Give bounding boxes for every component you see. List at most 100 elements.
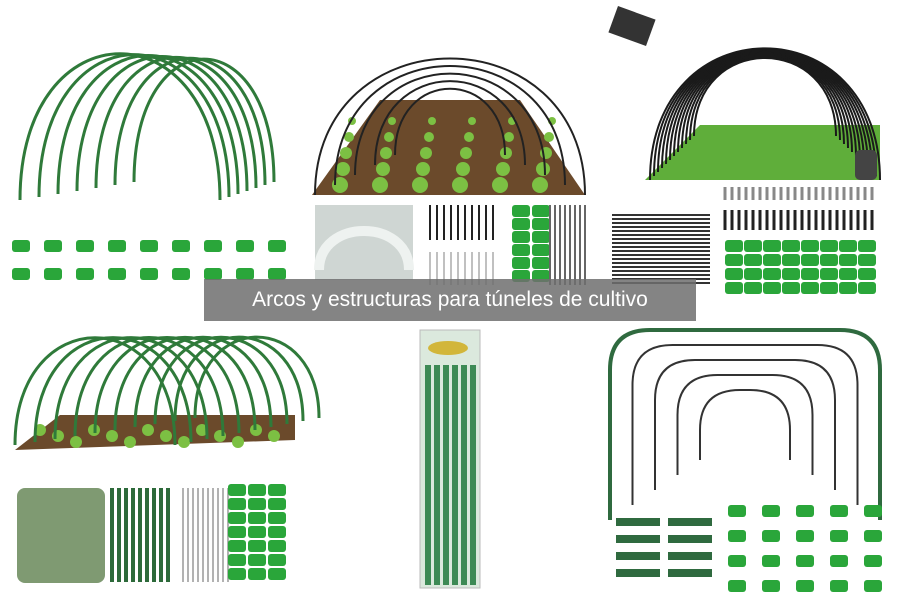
clip <box>12 268 30 280</box>
clip <box>725 254 743 266</box>
clip <box>268 540 286 552</box>
garden-hoop <box>56 54 240 195</box>
clip <box>858 268 876 280</box>
clip <box>858 254 876 266</box>
clip <box>801 254 819 266</box>
clip <box>228 568 246 580</box>
clip <box>801 240 819 252</box>
lettuce <box>424 132 434 142</box>
clip <box>248 554 266 566</box>
lettuce <box>532 177 548 193</box>
tunnel-hoop <box>394 87 506 156</box>
clip <box>728 530 746 542</box>
lettuce <box>504 132 514 142</box>
clip <box>864 555 882 567</box>
garden-hoop <box>133 335 273 428</box>
clip <box>820 268 838 280</box>
lettuce <box>536 162 550 176</box>
garden-hoop <box>113 56 267 186</box>
garden-hoop <box>676 374 814 475</box>
clip <box>839 254 857 266</box>
garden-hoop <box>113 335 257 431</box>
clip <box>858 240 876 252</box>
clip <box>268 554 286 566</box>
lettuce <box>464 132 474 142</box>
clip <box>228 526 246 538</box>
film-tunnel <box>314 226 414 271</box>
clip <box>248 498 266 510</box>
clip <box>728 555 746 567</box>
lettuce <box>178 436 190 448</box>
lettuce <box>420 147 432 159</box>
clip <box>763 282 781 294</box>
clip <box>172 240 190 252</box>
clip <box>762 505 780 517</box>
connector <box>668 518 712 526</box>
tunnel-hoop <box>334 65 566 186</box>
lettuce <box>452 177 468 193</box>
lettuce <box>124 436 136 448</box>
clip <box>236 268 254 280</box>
clip <box>820 240 838 252</box>
package-label <box>428 341 468 355</box>
clip <box>782 254 800 266</box>
lettuce <box>268 430 280 442</box>
garden-hoop <box>37 53 231 198</box>
garden-hoop <box>33 336 193 443</box>
clip <box>782 240 800 252</box>
clip <box>268 240 286 252</box>
connector <box>668 569 712 577</box>
lettuce <box>142 424 154 436</box>
lettuce <box>412 177 428 193</box>
tunnel-hoop <box>693 57 837 137</box>
garden-hoop <box>173 335 305 422</box>
clip <box>140 240 158 252</box>
lettuce <box>416 162 430 176</box>
garden-hoop <box>93 335 241 434</box>
glove <box>855 150 877 180</box>
clip <box>512 244 530 256</box>
clip <box>532 244 550 256</box>
lettuce <box>340 147 352 159</box>
connector <box>616 569 660 577</box>
connector <box>616 518 660 526</box>
clip <box>830 580 848 592</box>
clip <box>248 512 266 524</box>
clip <box>762 580 780 592</box>
clip <box>228 554 246 566</box>
clip <box>830 555 848 567</box>
garden-hoop <box>94 56 258 189</box>
clip <box>801 282 819 294</box>
lettuce <box>500 147 512 159</box>
lettuce <box>496 162 510 176</box>
lettuce <box>70 436 82 448</box>
clip <box>248 568 266 580</box>
lettuce <box>544 132 554 142</box>
clip <box>801 268 819 280</box>
clip <box>248 540 266 552</box>
garden-hoop <box>132 57 276 183</box>
clip <box>44 240 62 252</box>
lettuce <box>428 117 436 125</box>
clip <box>268 268 286 280</box>
garden-hoop <box>654 359 836 490</box>
clip <box>725 240 743 252</box>
garden-hoop <box>193 335 321 419</box>
clip <box>744 282 762 294</box>
lettuce <box>160 430 172 442</box>
garden-hoop <box>631 344 859 505</box>
clip <box>12 240 30 252</box>
clip <box>782 268 800 280</box>
clip <box>762 555 780 567</box>
clip <box>858 282 876 294</box>
clip <box>830 505 848 517</box>
clip <box>140 268 158 280</box>
clip <box>204 240 222 252</box>
clip <box>728 505 746 517</box>
garden-hoop <box>18 52 222 201</box>
tunnel-hoop <box>374 80 526 166</box>
clip <box>839 282 857 294</box>
clip <box>796 530 814 542</box>
clip <box>830 530 848 542</box>
